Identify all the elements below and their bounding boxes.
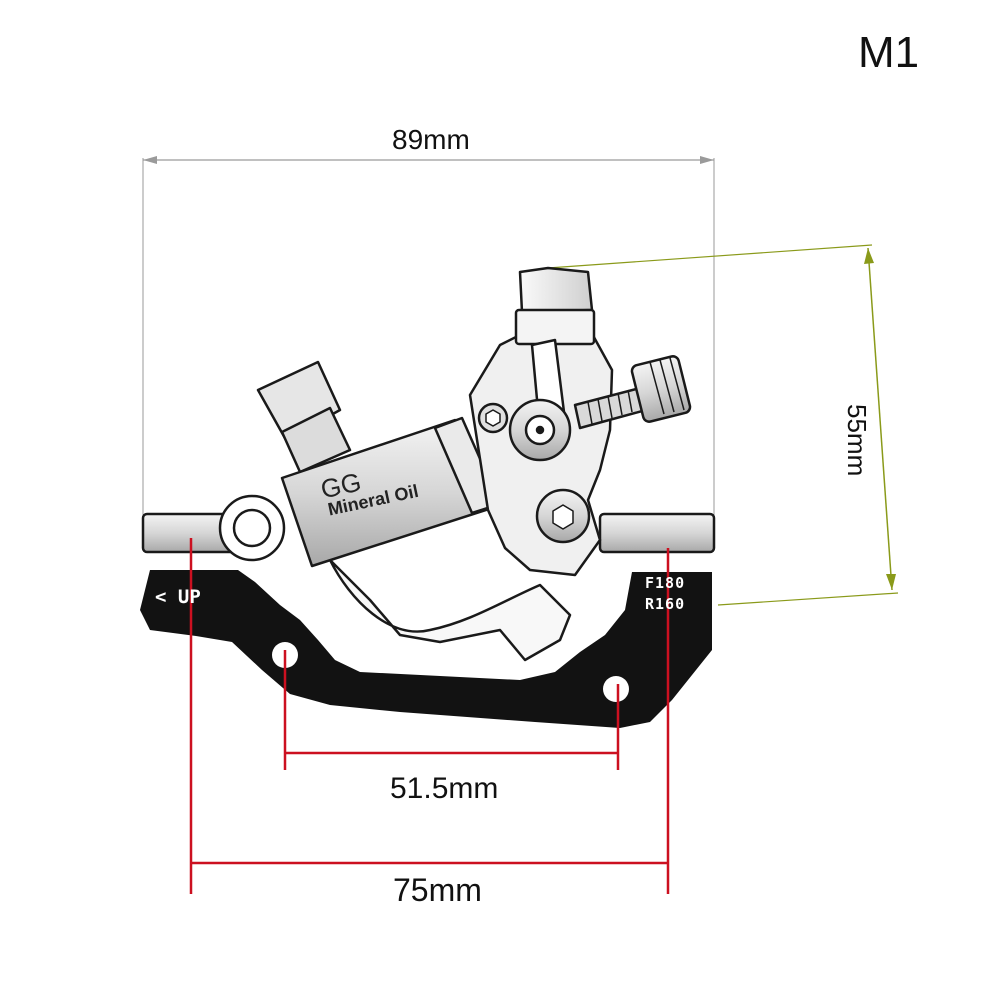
height-label: 55mm xyxy=(842,404,872,477)
rear-rotor-marking: R160 xyxy=(645,595,686,613)
width-dimension xyxy=(142,156,715,515)
front-rotor-marking: F180 xyxy=(645,574,686,592)
up-direction-marking: < UP xyxy=(155,586,201,608)
model-label: M1 xyxy=(858,28,920,77)
mount-dimensions xyxy=(189,538,670,894)
height-dimension xyxy=(547,244,899,606)
adjuster-threads xyxy=(587,357,685,425)
bolt-spacing-label: 51.5mm xyxy=(390,772,499,805)
overall-width-label: 89mm xyxy=(392,124,470,155)
mount-adapter xyxy=(140,570,712,728)
mount-width-label: 75mm xyxy=(393,872,482,908)
